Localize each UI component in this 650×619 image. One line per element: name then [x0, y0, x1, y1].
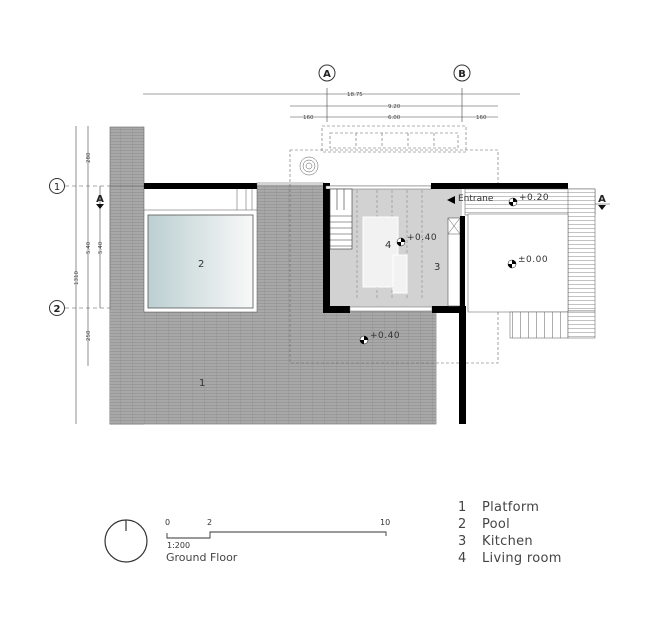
dim-160-right: 160	[476, 115, 487, 121]
legend-item: 4 Living room	[458, 551, 562, 566]
dim-160-left: 160	[303, 115, 314, 121]
room-label-living: 4	[385, 240, 392, 251]
section-marker-right: A	[595, 194, 610, 210]
axis-bubble-a: A	[318, 64, 336, 82]
level-garden: ±0.00	[518, 255, 549, 265]
scale-bar	[166, 531, 387, 539]
legend-item: 2 Pool	[458, 517, 511, 532]
axis-bubble-1: 1	[49, 178, 65, 194]
tree-symbol	[299, 156, 319, 176]
level-marker-icon	[507, 259, 517, 269]
dim-600: 6.00	[388, 115, 401, 121]
dim-920: 9.20	[388, 104, 401, 110]
level-platform: +0.40	[370, 331, 401, 341]
svg-text:2: 2	[54, 304, 61, 315]
level-marker-icon	[396, 237, 406, 247]
level-marker-icon	[508, 197, 518, 207]
svg-text:5.40: 5.40	[98, 241, 104, 254]
svg-text:B: B	[458, 69, 466, 80]
scale-tick-2: 2	[207, 518, 213, 527]
level-living: +0.40	[407, 233, 438, 243]
entrance-arrow-icon	[447, 196, 455, 204]
svg-text:A: A	[323, 69, 331, 80]
room-label-platform: 1	[199, 378, 206, 389]
top-dimension-lines	[143, 88, 520, 122]
svg-text:250: 250	[86, 330, 92, 341]
pool	[147, 214, 254, 309]
svg-text:280: 280	[86, 152, 92, 163]
scale-tick-10: 10	[380, 518, 391, 527]
entrance-label: Entrane	[458, 194, 494, 204]
legend-item: 3 Kitchen	[458, 534, 533, 549]
axis-bubble-2: 2	[49, 300, 65, 316]
scale-tick-0: 0	[165, 518, 171, 527]
svg-text:5.40: 5.40	[86, 241, 92, 254]
level-entrance-deck: +0.20	[519, 193, 550, 203]
room-label-pool: 2	[198, 259, 205, 270]
svg-text:1: 1	[54, 182, 60, 193]
svg-text:A: A	[598, 194, 606, 205]
legend: 1 Platform 2 Pool 3 Kitchen 4 Living roo…	[458, 499, 562, 567]
north-arrow-icon	[104, 519, 148, 563]
scale-ratio: 1:200	[167, 541, 191, 550]
dim-overall: 18.75	[347, 92, 363, 98]
drawing-title: Ground Floor	[166, 551, 238, 564]
section-marker-left: A	[96, 194, 104, 209]
level-marker-icon	[359, 335, 369, 345]
axis-bubble-b: B	[453, 64, 471, 82]
svg-text:A: A	[96, 194, 104, 205]
room-label-kitchen: 3	[434, 262, 441, 273]
legend-item: 1 Platform	[458, 500, 540, 515]
svg-text:1310: 1310	[74, 271, 80, 285]
